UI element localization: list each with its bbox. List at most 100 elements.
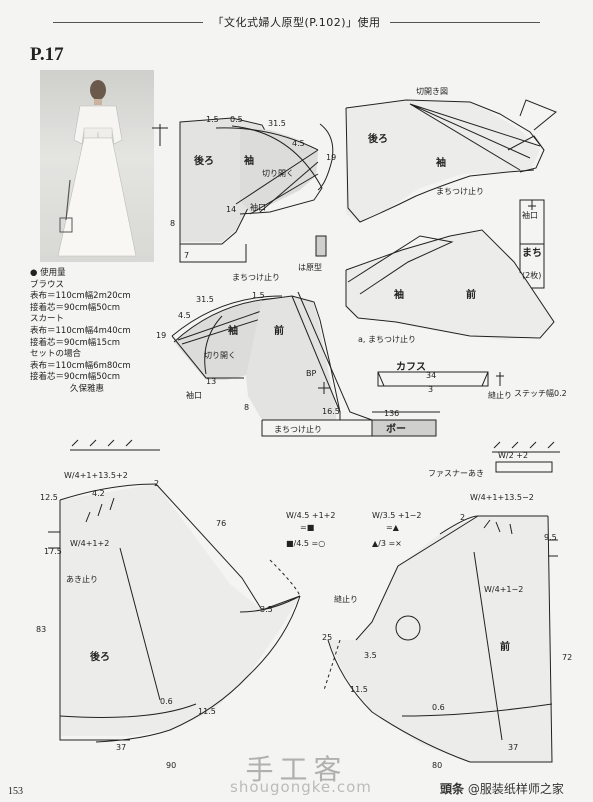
measure-16-5: 16.5 xyxy=(322,407,340,416)
label-machi-stop-1: まちつけ止り xyxy=(232,272,280,282)
measure-pa-left: 1.5 xyxy=(206,115,219,124)
measure-72: 72 xyxy=(562,653,572,662)
formula-front-top: W/4+1+13.5−2 xyxy=(470,493,534,502)
measure-1-5: 1.5 xyxy=(252,291,265,300)
label-stitch-width: ステッチ幅0.2 xyxy=(514,388,567,398)
watermark-url: shougongke.com xyxy=(230,778,372,796)
measure-3-5-b: 3.5 xyxy=(364,651,377,660)
measure-80: 80 xyxy=(432,761,442,770)
header-rule-right xyxy=(390,21,540,23)
label-diagram-back: 後ろ xyxy=(368,132,388,145)
measure-pa-right: 0.5 xyxy=(230,115,243,124)
label-opening-stop: あき止り xyxy=(66,574,98,584)
measure-76: 76 xyxy=(216,519,226,528)
measure-19-b: 19 xyxy=(156,331,166,340)
materials-heading: ● 使用量 xyxy=(30,268,66,278)
measure-34: 34 xyxy=(426,371,436,380)
genkei-marker-swatch xyxy=(315,235,327,257)
formula-center-2: W/3.5 +1−2 xyxy=(372,511,421,520)
measure-0-6-b: 0.6 xyxy=(432,703,445,712)
measure-3-5-a: 3.5 xyxy=(260,605,273,614)
header-title: 「文化式婦人原型(P.102)」使用 xyxy=(212,16,381,29)
measure-37-a: 37 xyxy=(116,743,126,752)
measure-8-a: 8 xyxy=(170,219,175,228)
label-back-sleeve: 袖 xyxy=(243,154,254,167)
brand-handle: @服装纸样师之家 xyxy=(467,782,564,796)
measure-17-5: 17.5 xyxy=(44,547,62,556)
label-cuffs: カフス xyxy=(396,361,426,373)
skirt-interfacing: 接着芯＝90cm幅15cm xyxy=(30,337,121,348)
measure-37-b: 37 xyxy=(508,743,518,752)
label-diagram-sleeve: 袖 xyxy=(435,156,446,169)
label-machi-sleeve-opening: 袖口 xyxy=(522,210,538,220)
front-skirt-pattern xyxy=(323,441,560,763)
set-fabric: 表布＝110cm幅6m80cm xyxy=(30,360,131,371)
page-number: 153 xyxy=(8,786,23,797)
measure-12-5: 12.5 xyxy=(40,493,58,502)
measure-90: 90 xyxy=(166,761,176,770)
label-sewing-stop-skirt: 縫止り xyxy=(334,594,358,604)
materials-info: ● 使用量 ブラウス 表布＝110cm幅2m20cm 接着芯＝90cm幅50cm… xyxy=(30,268,131,396)
measure-11-5-b: 11.5 xyxy=(350,685,368,694)
cut-open-front-sleeve-diagram xyxy=(345,229,555,340)
measure-83: 83 xyxy=(36,625,46,634)
measure-4-5-a: 4.5 xyxy=(292,139,305,148)
measure-2-b: 2 xyxy=(460,513,465,522)
skirt-fabric: 表布＝110cm幅4m40cm xyxy=(30,325,131,336)
measure-8-b: 8 xyxy=(244,403,249,412)
formula-back-top: W/4+1+13.5+2 xyxy=(64,471,128,480)
label-a-machi-stop: a, まちつけ止り xyxy=(358,334,416,344)
label-machi-stop-2: まちつけ止り xyxy=(436,186,484,196)
back-sleeve-pattern xyxy=(215,123,334,215)
skirt-title: スカート xyxy=(30,314,65,325)
header-rule-left xyxy=(53,21,203,23)
formula-front-side: W/4+1−2 xyxy=(484,585,523,594)
label-machi: まち xyxy=(522,247,542,259)
ribbon-bow-pattern xyxy=(371,411,440,437)
measure-4-2: 4.2 xyxy=(92,489,105,498)
measure-7: 7 xyxy=(184,251,189,260)
author-name: 久保雅惠 xyxy=(70,383,105,394)
label-bp: BP xyxy=(306,369,316,378)
label-diagram-front: 前 xyxy=(466,288,476,301)
formula-waist: W/2 +2 xyxy=(498,451,528,460)
measure-14: 14 xyxy=(226,205,236,214)
blouse-fabric: 表布＝110cm幅2m20cm xyxy=(30,291,131,302)
measure-25: 25 xyxy=(322,633,332,642)
formula-dart-1: ■/4.5 =○ xyxy=(286,539,325,548)
label-front-skirt: 前 xyxy=(500,640,510,653)
page-label: P.17 xyxy=(30,44,64,65)
measure-136: 136 xyxy=(384,409,399,418)
brand-credit: 頭条 @服装纸样师之家 xyxy=(440,780,564,797)
brand-name: 頭条 xyxy=(440,782,465,796)
label-machi-stop-3: まちつけ止り xyxy=(274,424,322,434)
cuff-pattern xyxy=(377,371,504,387)
measure-19-a: 19 xyxy=(326,153,336,162)
set-interfacing: 接着芯＝90cm幅50cm xyxy=(30,372,121,383)
measure-4-5-b: 4.5 xyxy=(178,311,191,320)
formula-center-2b: =▲ xyxy=(386,523,400,532)
label-cut-open-1: 切り開く xyxy=(262,169,294,178)
formula-center-1: W/4.5 +1+2 xyxy=(286,511,335,520)
label-front-bodice: 前 xyxy=(274,324,284,337)
watermark: 手工客 xyxy=(0,748,593,788)
label-cut-open-diagram: 切開き図 xyxy=(416,87,448,96)
label-diagram-sleeve-2: 袖 xyxy=(393,288,404,301)
page-header: 「文化式婦人原型(P.102)」使用 xyxy=(0,14,593,30)
label-back-bodice: 後ろ xyxy=(194,154,214,167)
measure-31-5-b: 31.5 xyxy=(196,295,214,304)
label-front-sleeve: 袖 xyxy=(227,324,238,337)
model-figure-illustration xyxy=(57,80,137,257)
back-skirt-pattern xyxy=(48,439,301,743)
label-back-skirt: 後ろ xyxy=(90,650,110,663)
label-genkei: は原型 xyxy=(298,263,322,272)
label-sewing-stop-cuff: 縫止り xyxy=(488,390,512,400)
measure-31-5-a: 31.5 xyxy=(268,119,286,128)
blouse-interfacing: 接着芯＝90cm幅50cm xyxy=(30,302,121,313)
model-photo xyxy=(40,70,154,262)
measure-3: 3 xyxy=(428,385,433,394)
measure-0-6-a: 0.6 xyxy=(160,697,173,706)
formula-center-1b: =■ xyxy=(300,523,314,532)
